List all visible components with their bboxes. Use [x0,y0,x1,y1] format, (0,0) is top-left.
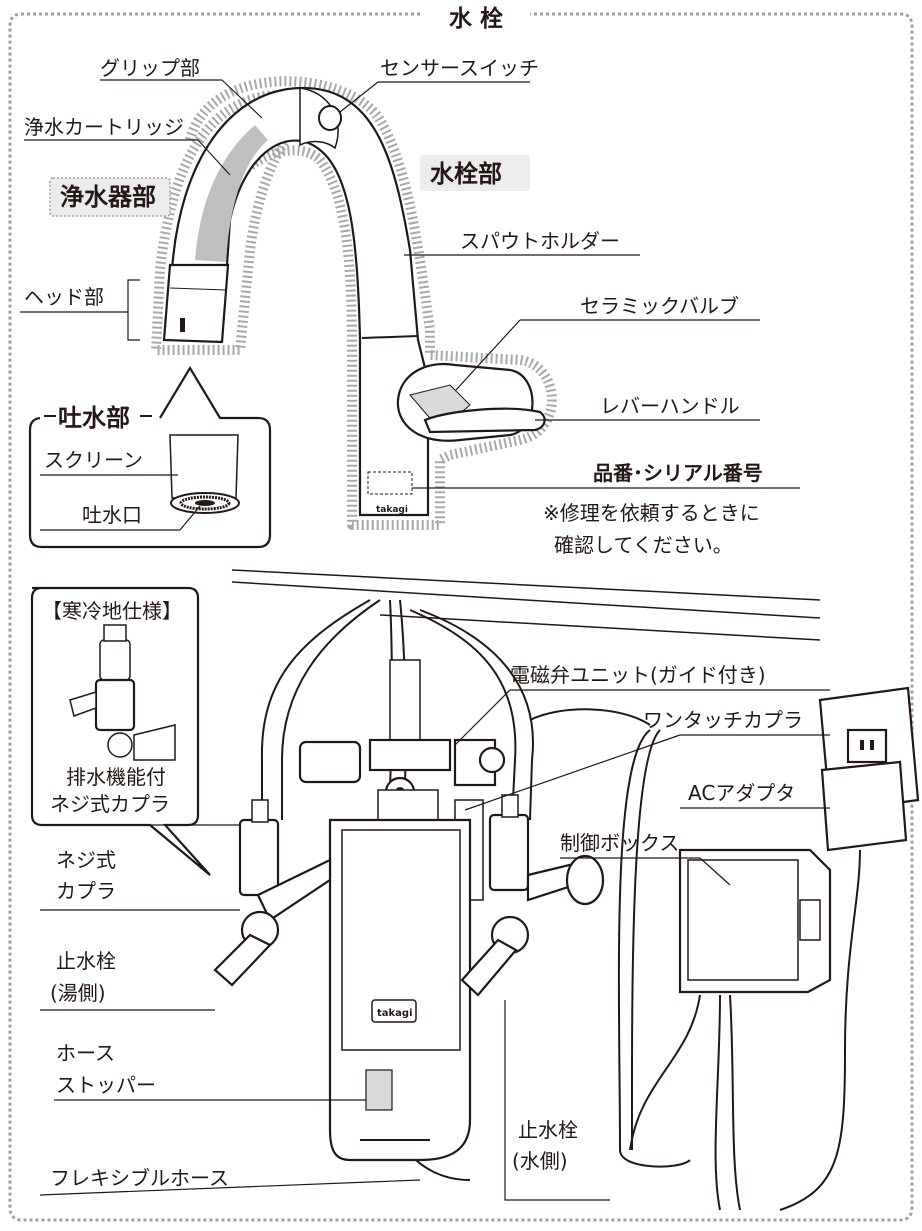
installation-leaders [39,689,830,1201]
label-lever-handle: レバーハンドル [600,394,740,418]
label-hose-stopper-2: ストッパー [56,1073,156,1097]
label-outlet-section: 吐水部 [58,404,130,432]
label-screw-coupler-1: ネジ式 [56,848,116,872]
tag-faucet-section: 水栓部 [420,155,530,191]
label-hot-valve-2: (湯側) [50,981,106,1005]
label-cold-valve-2: (水側) [512,1149,568,1173]
label-ac-adapter: ACアダプタ [688,781,795,805]
diagram-title: 水 栓 [449,6,503,32]
outlet-callout: 吐水部 [28,365,272,549]
label-ceramic-valve: セラミックバルブ [580,294,739,318]
label-cartridge: 浄水カートリッジ [24,115,184,139]
cold-region-callout: 【寒冷地仕様】 排水機能付 ネジ式カプラ [30,586,211,876]
ac-adapter [779,686,920,1211]
label-outlet: 吐水口 [82,503,142,527]
label-serial: 品番･シリアル番号 [593,461,763,485]
label-purifier-section: 浄水器部 [60,183,156,211]
label-flex-hose: フレキシブルホース [50,1166,229,1190]
label-screen: スクリーン [44,448,143,472]
faucet-leaders [20,79,800,489]
countertop-lines [231,569,821,641]
cold-valve [460,794,605,997]
faucet-brand: takagi [376,505,408,515]
label-solenoid: 電磁弁ユニット(ガイド付き) [510,663,766,687]
plate-brand: takagi [377,1008,413,1019]
label-grip: グリップ部 [100,56,200,80]
label-cold-valve-1: 止水栓 [518,1118,578,1142]
label-screw-coupler-2: カプラ [56,879,116,903]
cold-region-caption-2: ネジ式カプラ [50,792,170,816]
serial-note-1: ※修理を依頼するときに [543,501,760,525]
mounting-plate: takagi [328,818,472,1162]
tag-purifier-section: 浄水器部 [49,177,171,217]
label-control-box: 制御ボックス [560,831,679,855]
label-sensor-switch: センサースイッチ [380,56,539,80]
label-head: ヘッド部 [24,285,104,309]
label-spout-holder: スパウトホルダー [460,229,620,253]
label-hot-valve-1: 止水栓 [56,949,116,973]
outer-frame [8,12,914,1222]
label-hose-stopper-1: ホース [56,1041,115,1065]
label-one-touch: ワンタッチカプラ [643,708,803,732]
cold-region-caption-1: 排水機能付 [66,765,166,789]
faucet-illustration: takagi [151,76,557,530]
cold-region-title: 【寒冷地仕様】 [42,599,182,623]
label-faucet-section: 水栓部 [430,160,502,188]
control-box [529,708,832,1211]
serial-note-2: 確認してください。 [554,533,733,557]
hot-valve [213,799,332,987]
